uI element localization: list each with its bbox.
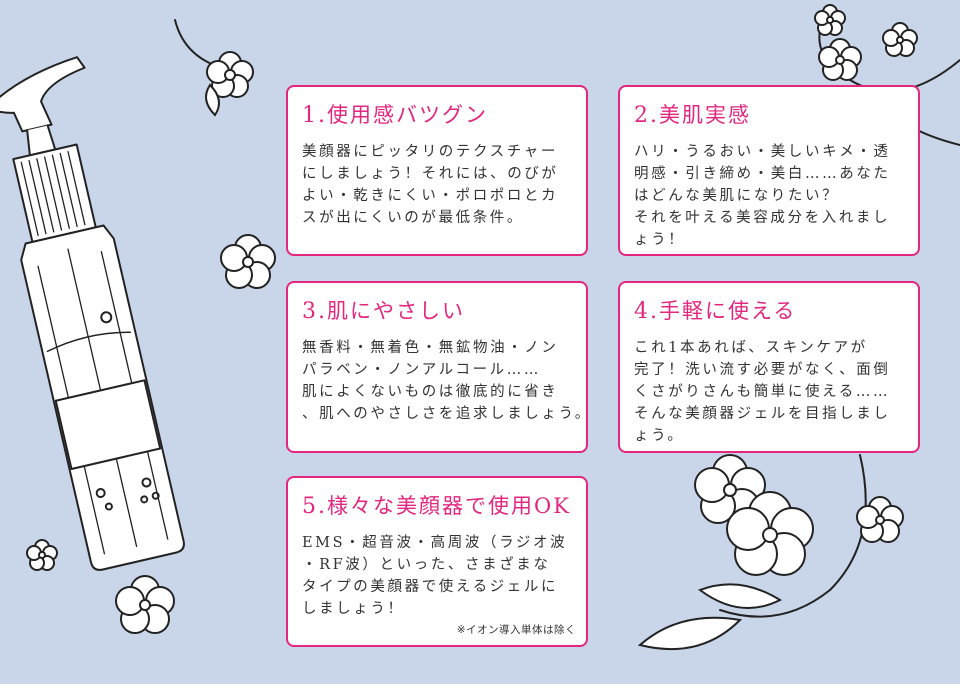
card-heading: 肌にやさしい: [327, 299, 465, 323]
card-body-line: EMS・超音波・高周波（ラジオ波: [302, 535, 568, 551]
card-number: 3.: [302, 299, 327, 324]
flower-icon: [814, 4, 846, 36]
flower-icon: [726, 491, 814, 576]
card-body-line: 肌によくないものは徹底的に省き: [302, 384, 559, 400]
flower-icon: [856, 496, 904, 543]
card-body-line: スが出にくいのが最低条件。: [302, 210, 525, 226]
card-body: 美顔器にピッタリのテクスチャー にしましょう！それには、のびが よい・乾きにくい…: [302, 141, 572, 229]
card-body-line: くさがりさんも簡単に使える……: [634, 384, 891, 400]
flower-icon: [882, 22, 918, 57]
card-body: 無香料・無着色・無鉱物油・ノン パラベン・ノンアルコール…… 肌によくないものは…: [302, 337, 592, 425]
card-body-line: 、肌へのやさしさを追求しましょう。: [302, 406, 592, 422]
leaf-icon: [205, 83, 220, 117]
card-body-line: これ1本あれば、スキンケアが: [634, 340, 868, 356]
flower-icon: [220, 234, 276, 289]
card-body-line: ・RF波）といった、さまざまな: [302, 557, 551, 573]
card-body-line: ょう！: [634, 232, 686, 248]
card-title: 3.肌にやさしい: [302, 295, 572, 325]
card-heading: 美肌実感: [659, 103, 751, 127]
feature-card-4: 4.手軽に使える これ1本あれば、スキンケアが 完了！洗い流す必要がなく、面倒 …: [618, 281, 920, 453]
card-body-line: よい・乾きにくい・ポロポロとカ: [302, 188, 559, 204]
card-heading: 様々な美顔器で使用OK: [327, 494, 571, 518]
card-body-line: はどんな美肌になりたい？: [634, 188, 840, 204]
card-title: 5.様々な美顔器で使用OK: [302, 490, 572, 520]
card-body-line: 無香料・無着色・無鉱物油・ノン: [302, 340, 559, 356]
card-body-line: ょう。: [634, 428, 685, 444]
card-heading: 手軽に使える: [659, 299, 797, 323]
card-body-line: そんな美顔器ジェルを目指しまし: [634, 406, 891, 422]
card-body: EMS・超音波・高周波（ラジオ波 ・RF波）といった、さまざまな タイプの美顔器…: [302, 532, 572, 620]
card-title: 2.美肌実感: [634, 99, 904, 129]
card-body-line: 美顔器にピッタリのテクスチャー: [302, 144, 558, 160]
card-title: 4.手軽に使える: [634, 295, 904, 325]
pump-bottle-illustration: [0, 56, 185, 571]
leaf-icon: [637, 616, 743, 651]
card-title: 1.使用感バツグン: [302, 99, 572, 129]
flower-icon: [206, 51, 254, 98]
feature-card-5: 5.様々な美顔器で使用OK EMS・超音波・高周波（ラジオ波 ・RF波）といった…: [286, 476, 588, 647]
card-body: ハリ・うるおい・美しいキメ・透 明感・引き締め・美白……あなた はどんな美肌にな…: [634, 141, 904, 251]
card-number: 2.: [634, 103, 659, 128]
card-body-line: パラベン・ノンアルコール……: [302, 362, 541, 378]
flower-icon: [115, 575, 175, 634]
card-body-line: 明感・引き締め・美白……あなた: [634, 166, 891, 182]
feature-card-1: 1.使用感バツグン 美顔器にピッタリのテクスチャー にしましょう！それには、のび…: [286, 85, 588, 256]
card-heading: 使用感バツグン: [327, 103, 488, 127]
feature-card-3: 3.肌にやさしい 無香料・無着色・無鉱物油・ノン パラベン・ノンアルコール…… …: [286, 281, 592, 453]
vine-icon: [719, 454, 867, 618]
card-body-line: しましょう！: [302, 601, 405, 617]
card-number: 5.: [302, 494, 327, 519]
feature-card-2: 2.美肌実感 ハリ・うるおい・美しいキメ・透 明感・引き締め・美白……あなた は…: [618, 85, 920, 256]
card-body-line: 完了！洗い流す必要がなく、面倒: [634, 362, 891, 378]
flower-icon: [26, 539, 58, 571]
card-body-line: タイプの美顔器で使えるジェルに: [302, 579, 559, 595]
leaf-icon: [697, 583, 783, 609]
card-body-line: ハリ・うるおい・美しいキメ・透: [634, 144, 891, 160]
footnote: ※イオン導入単体は除く: [456, 624, 576, 636]
flower-icon: [818, 38, 862, 81]
card-body-line: それを叶える美容成分を入れまし: [634, 210, 891, 226]
card-body-line: にしましょう！それには、のびが: [302, 166, 559, 182]
card-number: 4.: [634, 299, 659, 324]
card-number: 1.: [302, 103, 327, 128]
card-body: これ1本あれば、スキンケアが 完了！洗い流す必要がなく、面倒 くさがりさんも簡単…: [634, 337, 904, 447]
